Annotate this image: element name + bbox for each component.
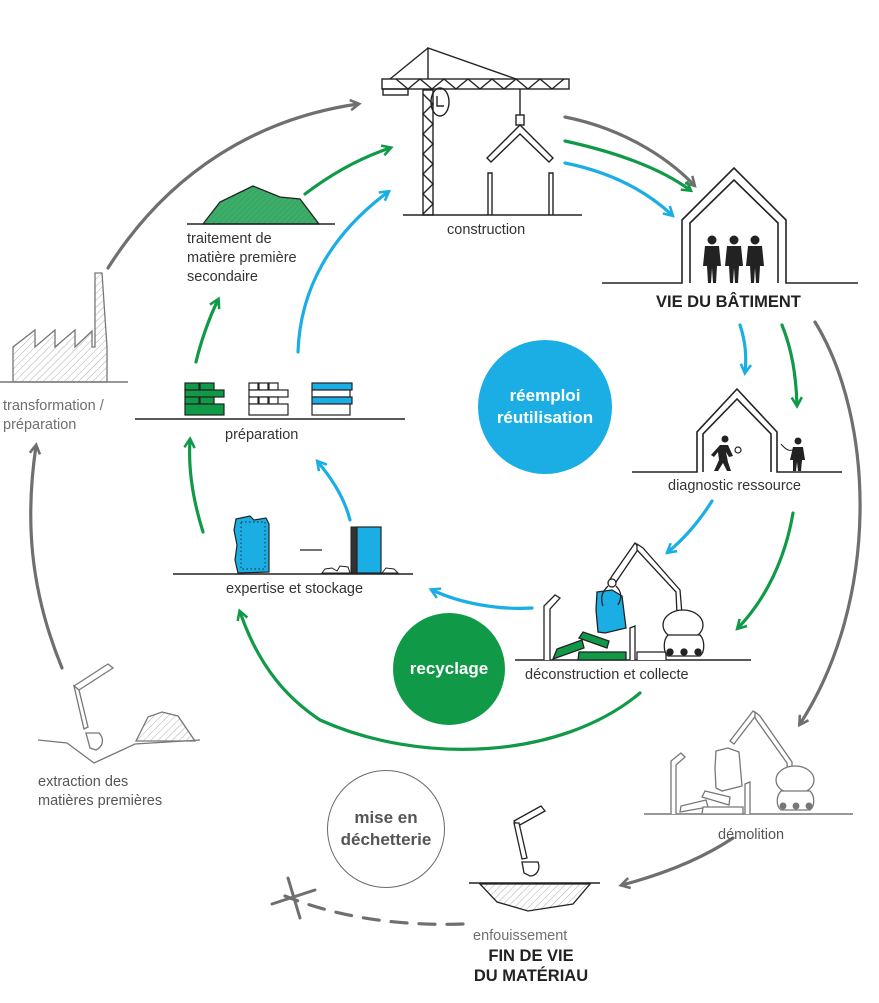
label-preparation: préparation xyxy=(225,427,299,443)
pallets-icon xyxy=(135,382,405,420)
cross-mark-icon xyxy=(270,876,317,920)
arrow-deconstruction-to-expertise-blue xyxy=(428,587,534,610)
inspector-with-magnifier-icon xyxy=(711,435,742,471)
arrow-building-to-demolition xyxy=(797,320,862,728)
arrow-building-to-diagnostic-blue xyxy=(738,323,753,376)
arrow-extraction-to-transformation xyxy=(28,442,64,670)
green-pile-icon xyxy=(187,185,335,225)
label-secondary-line2: matière première xyxy=(187,250,297,266)
factory-icon xyxy=(0,272,128,383)
label-end-of-life: FIN DE VIE DU MATÉRIAU xyxy=(462,946,600,986)
green-pallet xyxy=(184,382,225,416)
label-diagnostic: diagnostic ressource xyxy=(668,478,801,494)
demolition-excavator-icon xyxy=(644,710,853,815)
extraction-excavator-icon xyxy=(37,663,201,764)
arrow-building-to-diagnostic-green xyxy=(780,323,803,409)
label-burial: enfouissement xyxy=(473,928,568,944)
arrow-transformation-to-construction xyxy=(106,98,362,270)
label-extraction-line1: extraction des xyxy=(38,774,129,790)
label-expertise: expertise et stockage xyxy=(226,581,364,597)
arrow-deconstruction-to-expertise-green xyxy=(236,608,642,751)
label-end-of-life-line1: FIN DE VIE xyxy=(488,947,574,965)
landfill-loop-badge: mise en déchetterie xyxy=(327,770,445,888)
arrow-green-pile-to-construction xyxy=(303,144,394,196)
label-deconstruction: déconstruction et collecte xyxy=(525,667,689,683)
arrow-diagnostic-to-deconstruction-green xyxy=(735,511,795,631)
crane-icon xyxy=(381,47,582,216)
doctor-with-stethoscope-icon xyxy=(780,437,805,471)
label-building-life: VIE DU BÂTIMENT xyxy=(656,293,801,311)
arrow-preparation-to-pile-green xyxy=(194,296,221,364)
recycle-label: recyclage xyxy=(409,659,489,678)
arrow-expertise-to-preparation-blue xyxy=(315,459,352,522)
label-end-of-life-line2: DU MATÉRIAU xyxy=(473,967,589,985)
reuse-label-line2: réutilisation xyxy=(496,408,594,427)
label-secondary-line3: secondaire xyxy=(187,269,258,285)
arrow-construction-to-building xyxy=(563,115,697,188)
house-with-people-icon xyxy=(602,166,858,284)
label-transformation: transformation / préparation xyxy=(3,397,104,435)
reuse-label-line1: réemploi xyxy=(509,386,581,405)
label-secondary-line1: traitement de xyxy=(187,231,272,247)
stored-panels-icon xyxy=(173,515,413,575)
excavator-deconstruction-icon xyxy=(515,541,751,661)
reuse-flow-arrows xyxy=(296,161,753,610)
label-construction: construction xyxy=(447,222,526,238)
landfill-pit-icon xyxy=(469,805,600,912)
label-extraction-line2: matières premières xyxy=(38,793,163,809)
arrow-demolition-to-landfill xyxy=(618,836,735,890)
label-extraction: extraction des matières premières xyxy=(38,773,162,811)
label-secondary-material: traitement de matière première secondair… xyxy=(187,230,297,287)
dashed-landfill-to-cross xyxy=(283,894,465,926)
white-pallet xyxy=(248,382,289,416)
people-icon xyxy=(703,235,764,283)
arrow-expertise-to-preparation-green xyxy=(183,436,205,534)
arrow-preparation-to-construction-blue xyxy=(296,189,392,354)
recycle-flow-arrows xyxy=(183,139,803,751)
arrow-diagnostic-to-deconstruction-blue xyxy=(665,499,714,555)
recycle-loop-badge: recyclage xyxy=(393,613,505,725)
label-transformation-line1: transformation / xyxy=(3,398,104,414)
label-demolition: démolition xyxy=(718,827,785,843)
landfill-label-line1: mise en xyxy=(354,808,418,827)
landfill-label-line2: déchetterie xyxy=(340,830,432,849)
diagnostic-house-icon xyxy=(632,387,842,473)
reuse-loop-badge: réemploi réutilisation xyxy=(478,340,612,474)
arrow-construction-to-building-blue xyxy=(563,161,675,218)
blue-pallet xyxy=(311,382,353,416)
arrow-construction-to-building-green xyxy=(563,139,694,193)
linear-flow-arrows xyxy=(28,98,862,926)
label-transformation-line2: préparation xyxy=(3,417,77,433)
